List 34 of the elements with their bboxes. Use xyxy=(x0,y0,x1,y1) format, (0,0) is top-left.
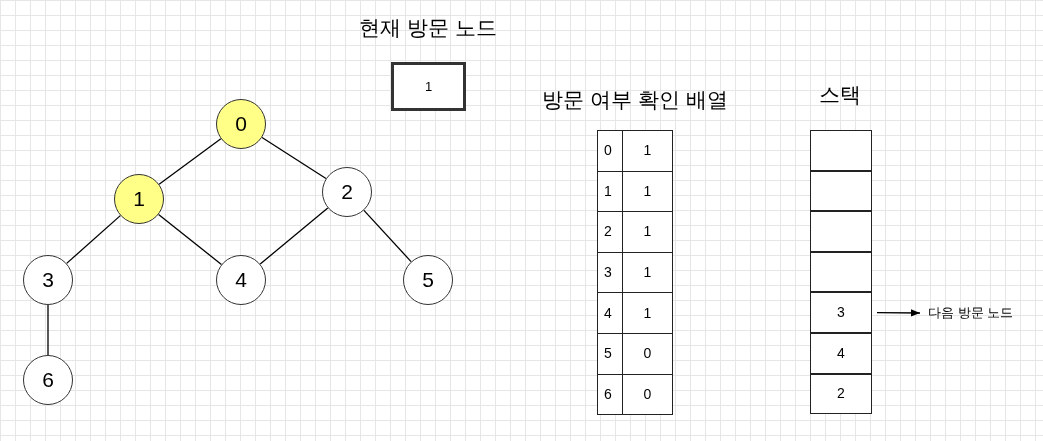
table-cell: 1 xyxy=(622,251,673,294)
table-cell: 5 xyxy=(597,333,623,375)
current-node-box: 1 xyxy=(391,62,466,111)
table-cell: 6 xyxy=(597,373,623,416)
heading: 현재 방문 노드 xyxy=(358,15,498,41)
connector-line xyxy=(66,214,121,265)
connector-line xyxy=(261,136,327,180)
table-cell: 3 xyxy=(597,251,623,294)
heading: 방문 여부 확인 배열 xyxy=(541,87,729,113)
table-cell: 1 xyxy=(622,130,673,172)
stack-cell xyxy=(810,170,872,212)
table-cell: 1 xyxy=(597,170,623,213)
stack-cell xyxy=(810,211,872,252)
table-cell: 0 xyxy=(622,333,673,375)
note-text: 다음 방문 노드 xyxy=(928,302,1036,324)
connector-line xyxy=(259,207,329,265)
stack-cell: 2 xyxy=(810,373,872,415)
stack-cell xyxy=(810,251,872,293)
connector-line xyxy=(363,209,412,263)
connector-line xyxy=(47,304,49,356)
stack-cell: 4 xyxy=(810,333,872,374)
table-cell: 1 xyxy=(622,170,673,213)
table-cell: 4 xyxy=(597,292,623,334)
heading: 스택 xyxy=(818,82,862,108)
table-cell: 1 xyxy=(622,292,673,334)
connector-line xyxy=(158,138,222,185)
table-cell: 2 xyxy=(597,211,623,253)
connector-line xyxy=(157,213,223,266)
stack-cell: 3 xyxy=(810,292,872,333)
table-cell: 0 xyxy=(597,130,623,172)
table-cell: 0 xyxy=(622,373,673,416)
arrow xyxy=(876,309,921,317)
table-cell: 1 xyxy=(622,211,673,253)
stack-cell xyxy=(810,130,872,171)
